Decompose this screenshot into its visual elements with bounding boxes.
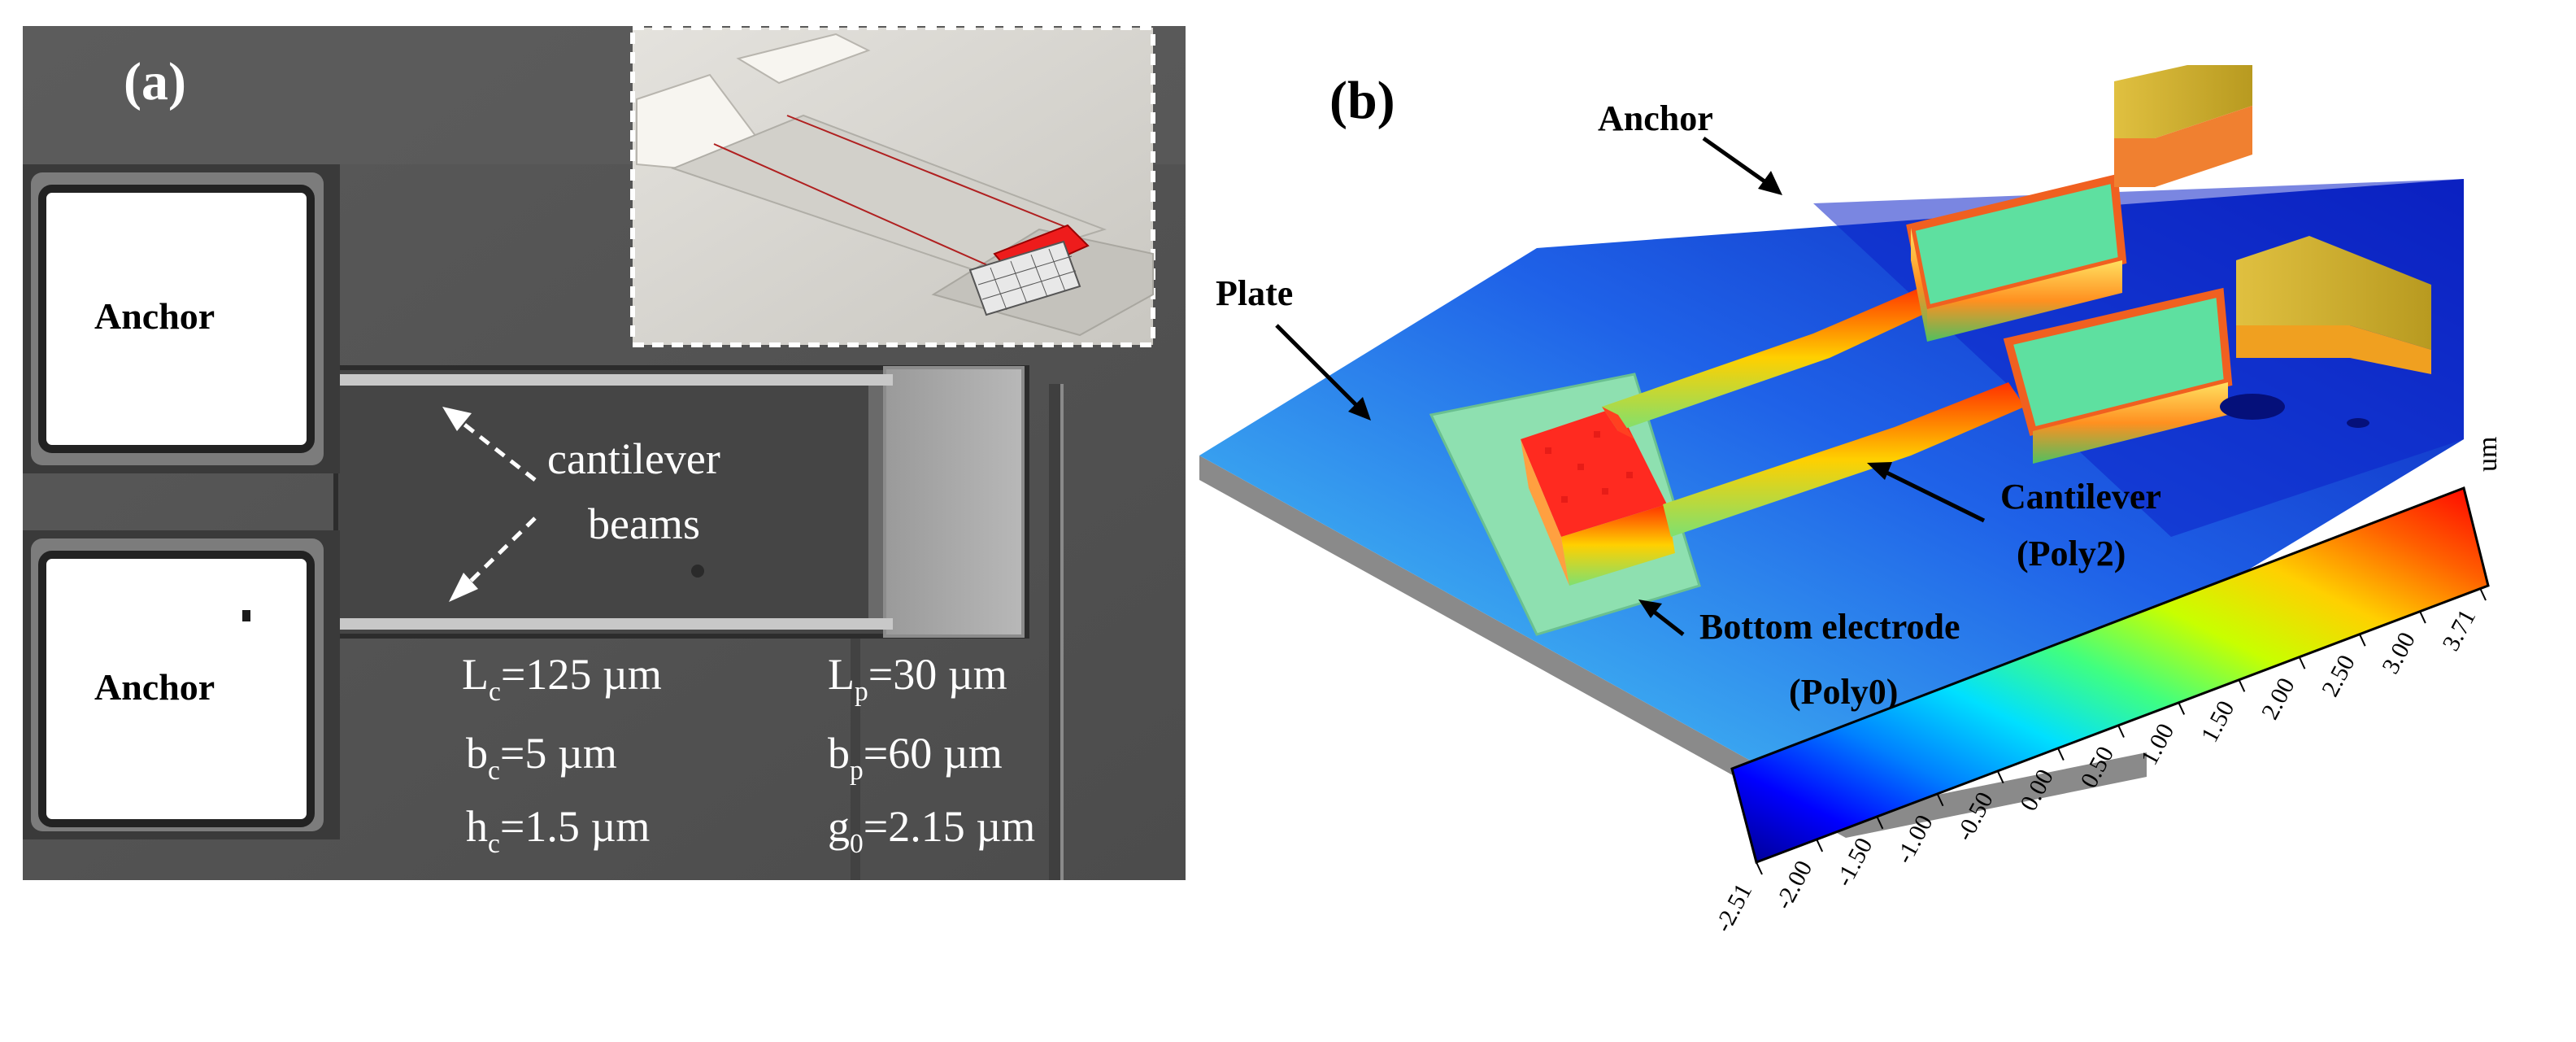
panel-b: (b) Anchor Plate Cantilever (Poly2) Bott… <box>1195 16 2569 1033</box>
anchor-bottom-pad <box>38 551 315 827</box>
param-bp: bp=60 µm <box>828 729 1003 786</box>
colorbar-tick-label: -2.51 <box>1710 879 1757 937</box>
anchor-label: Anchor <box>1598 98 1713 138</box>
panel-b-label: (b) <box>1329 71 1395 130</box>
cantilever-label-line2: (Poly2) <box>2017 534 2126 573</box>
anchor-arrow <box>1702 136 1774 190</box>
colorbar-tick-mark <box>2418 610 2426 624</box>
arrow-head-down <box>449 573 478 602</box>
colorbar-strip <box>1730 486 2490 864</box>
colorbar-tick-mark <box>2298 656 2306 669</box>
beam-arrows <box>450 413 537 593</box>
colorbar-tick-label: 2.00 <box>2256 674 2300 724</box>
param-Lc: Lc=125 µm <box>462 650 662 707</box>
colorbar-tick-label: -2.00 <box>1770 857 1817 914</box>
plate-label: Plate <box>1216 273 1293 313</box>
plate-arrow <box>1275 324 1364 412</box>
panel-b-surface-map: (b) Anchor Plate Cantilever (Poly2) Bott… <box>1199 65 2503 937</box>
param-hc: hc=1.5 µm <box>466 802 650 859</box>
colorbar-tick-label: -1.50 <box>1830 834 1878 892</box>
beams-label-line1: cantilever <box>547 434 720 483</box>
cantilever-arrow <box>1875 465 1986 523</box>
param-Lp: Lp=30 µm <box>828 650 1007 707</box>
colorbar-tick-mark <box>1756 861 1763 875</box>
colorbar-tick-mark <box>2238 678 2246 692</box>
colorbar-tick-label: 2.50 <box>2317 651 2361 701</box>
colorbar-unit: um <box>2473 437 2503 472</box>
colorbar-tick-mark <box>1816 839 1824 852</box>
colorbar-tick-mark <box>1936 793 1944 807</box>
cantilever-lower <box>1663 382 2025 537</box>
colorbar-tick-mark <box>1996 770 2004 784</box>
anchor-top-label: Anchor <box>94 295 215 337</box>
plate <box>883 366 1025 638</box>
colorbar-tick-mark <box>2117 725 2125 738</box>
colorbar-tick-mark <box>2178 701 2186 715</box>
colorbar-tick-label: 1.50 <box>2196 696 2240 747</box>
cantilever-label-line1: Cantilever <box>2000 477 2161 517</box>
top-pad-1 <box>2114 65 2252 138</box>
colorbar-tick-mark <box>2056 748 2065 761</box>
arrow-head-up <box>442 407 472 431</box>
electrode-label-line1: Bottom electrode <box>1699 607 1960 647</box>
anchor-bottom-label: Anchor <box>94 666 215 708</box>
panel-a: (a) Anchor Anchor cantilever beams Lc=12… <box>23 25 1186 880</box>
colorbar-tick-label: 3.00 <box>2377 628 2421 678</box>
electrode-label-line2: (Poly0) <box>1789 672 1898 712</box>
panel-a-label: (a) <box>124 52 186 111</box>
colorbar-tick-mark <box>2479 587 2487 601</box>
crater <box>2220 394 2285 420</box>
param-bc: bc=5 µm <box>466 729 617 786</box>
anchor-top-pad <box>38 185 315 453</box>
cantilever-upper <box>1602 285 1943 431</box>
colorbar-tick-mark <box>1876 816 1884 830</box>
colorbar-tick-label: 3.71 <box>2437 605 2481 656</box>
param-g0: g0=2.15 µm <box>828 802 1035 859</box>
panel-a-micrograph: (a) Anchor Anchor cantilever beams Lc=12… <box>23 25 1186 880</box>
cantilever-beam-top <box>324 374 893 386</box>
plate-top <box>1521 407 1667 537</box>
beams-label-line2: beams <box>588 499 700 548</box>
inset-3d-model <box>630 25 1155 347</box>
cantilever-beam-bottom <box>324 618 893 630</box>
colorbar-tick-mark <box>2358 633 2366 647</box>
top-pad-2 <box>2236 236 2431 350</box>
